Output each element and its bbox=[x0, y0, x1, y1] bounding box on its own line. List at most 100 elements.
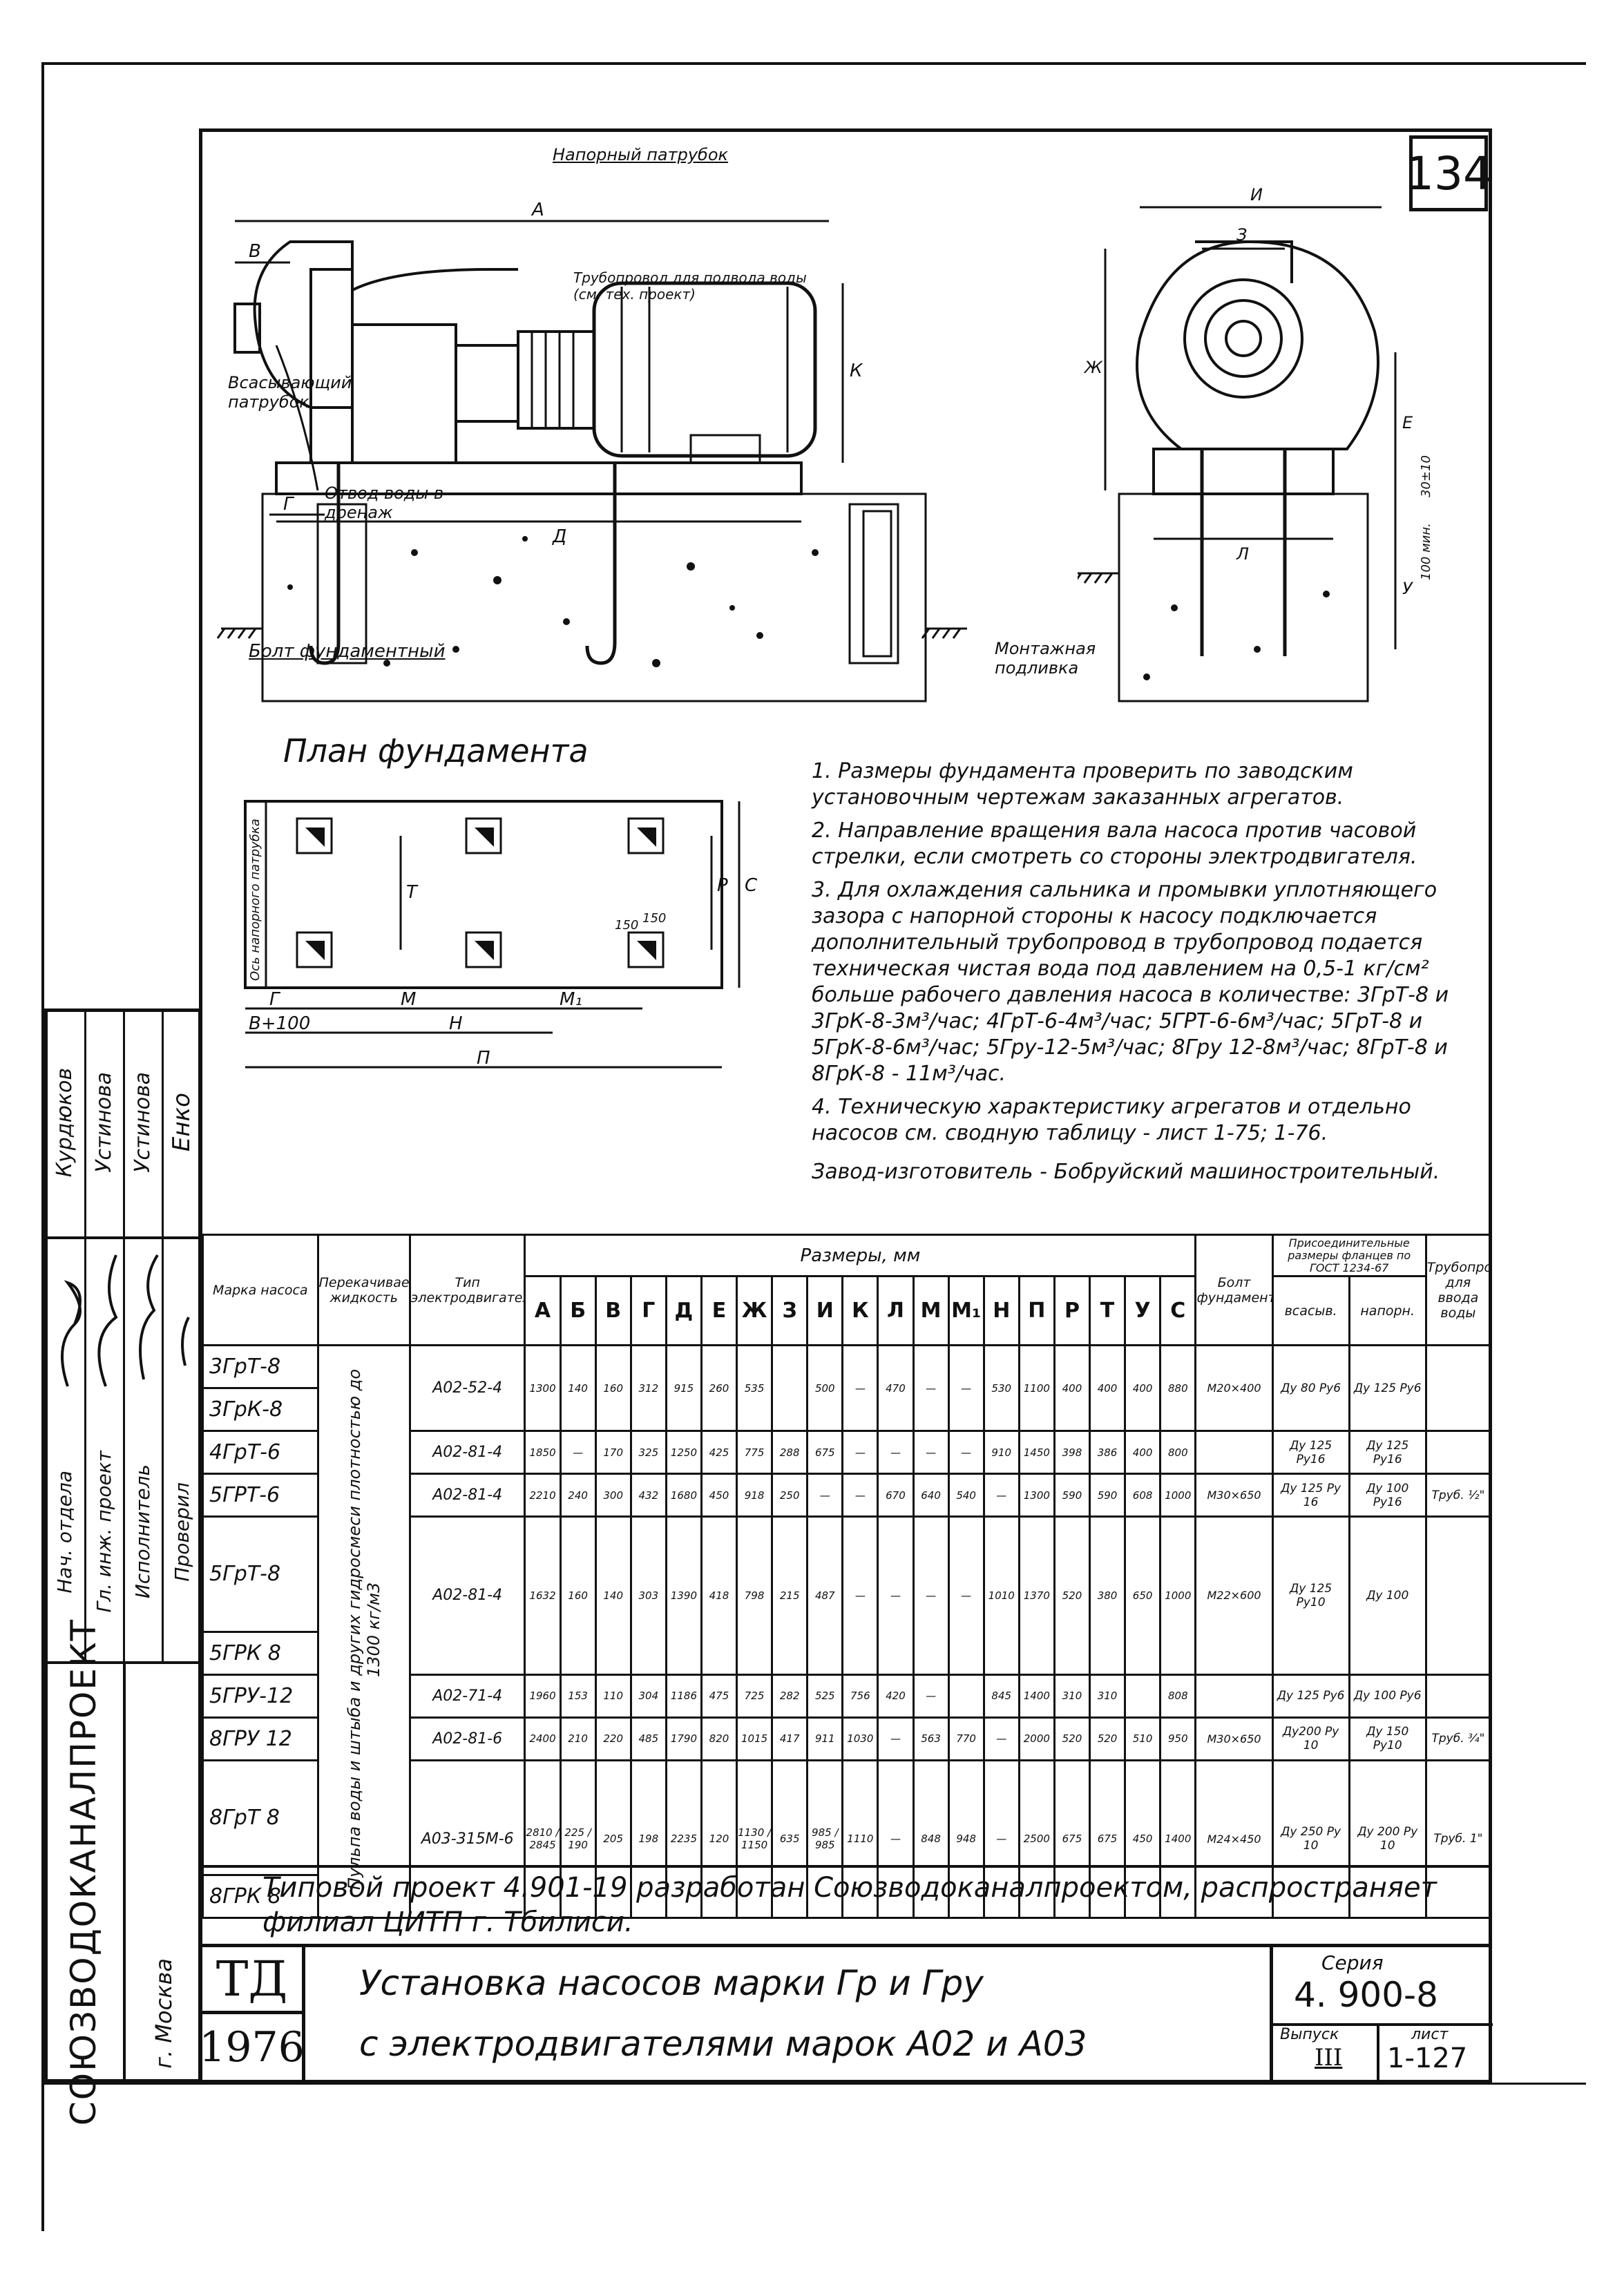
spec-table: Марка насоса Перекачиваемая жидкость Тип… bbox=[202, 1234, 1492, 1919]
dim-value: — bbox=[912, 1430, 950, 1475]
table-row: 5ГРК 8 bbox=[202, 1630, 1491, 1676]
side-name-3: Устинова bbox=[130, 1072, 155, 1173]
dim-value: — bbox=[841, 1430, 879, 1475]
label-pipeline: Трубопровод для подвода воды (см. тех. п… bbox=[573, 269, 807, 303]
dim-value: 312 bbox=[629, 1344, 667, 1432]
dim-label-a: А bbox=[531, 200, 544, 220]
plan-dim-n: Н bbox=[449, 1013, 463, 1034]
flange-suction: Ду 250 Ру 10 bbox=[1271, 1759, 1350, 1919]
notes: 1. Размеры фундамента проверить по завод… bbox=[812, 758, 1475, 1192]
dim-value: 160 bbox=[594, 1344, 632, 1432]
th-dim-col: У bbox=[1124, 1275, 1162, 1346]
dim-value: 300 bbox=[594, 1473, 632, 1518]
dim-value: 386 bbox=[1088, 1430, 1127, 1475]
sheet-value: 1-127 bbox=[1387, 2043, 1468, 2074]
bolt-value bbox=[1194, 1430, 1274, 1475]
dim-value: 845 bbox=[982, 1673, 1020, 1719]
dim-value: — bbox=[982, 1716, 1020, 1761]
rule-above-title bbox=[202, 1865, 1489, 1868]
dim-value: 510 bbox=[1124, 1716, 1162, 1761]
dim-value: 520 bbox=[1053, 1515, 1091, 1676]
bolt-value: М24×450 bbox=[1194, 1759, 1274, 1919]
th-flange: Присоединительные размеры фланцев по ГОС… bbox=[1271, 1234, 1427, 1277]
side-col-org bbox=[123, 1661, 126, 2083]
note-3: 3. Для охлаждения сальника и промывки уп… bbox=[812, 878, 1449, 1086]
series-vdivider bbox=[1377, 2023, 1379, 2080]
th-dim-col: П bbox=[1018, 1275, 1055, 1346]
pump-mark: 8ГРК 8 bbox=[202, 1874, 319, 1919]
dim-value bbox=[771, 1344, 809, 1432]
th-dim-col: М₁ bbox=[947, 1275, 985, 1346]
th-medium: Перекачиваемая жидкость bbox=[316, 1234, 411, 1346]
note-4: 4. Техническую характеристику агрегатов … bbox=[812, 1095, 1411, 1145]
water-pipe bbox=[1424, 1515, 1492, 1676]
th-dim-col: В bbox=[594, 1275, 632, 1346]
dim-value: 800 bbox=[1159, 1430, 1197, 1475]
foundation-plan: Г М М₁ В+100 Н П Т Р С 150 150 Ось напор… bbox=[244, 800, 758, 1069]
dim-value: 590 bbox=[1053, 1473, 1091, 1518]
side-role-3: Исполнитель bbox=[131, 1464, 154, 1599]
pump-mark: 3ГрК-8 bbox=[202, 1387, 319, 1432]
flange-suction: Ду 125 Ру16 bbox=[1271, 1430, 1350, 1475]
bolt-value: М30×650 bbox=[1194, 1473, 1274, 1518]
label-grout: Монтажная подливка bbox=[995, 639, 1096, 678]
dim-value: 635 bbox=[771, 1759, 809, 1919]
dim-value: — bbox=[947, 1515, 985, 1676]
motor-type: А02-81-4 bbox=[408, 1473, 526, 1518]
series-label: Серия bbox=[1321, 1951, 1384, 1974]
flange-pressure: Ду 150 Ру10 bbox=[1348, 1716, 1427, 1761]
dim-value: 1370 bbox=[1018, 1515, 1055, 1676]
dim-value: 170 bbox=[594, 1430, 632, 1475]
dim-value: 220 bbox=[594, 1716, 632, 1761]
dim-value: 282 bbox=[771, 1673, 809, 1719]
water-pipe bbox=[1424, 1430, 1492, 1475]
dim-value: 140 bbox=[559, 1344, 597, 1432]
dim-value: 205 bbox=[594, 1759, 632, 1919]
th-bolt: Болт фундаментный bbox=[1194, 1234, 1274, 1346]
dim-label-g: Г bbox=[283, 494, 295, 515]
label-foundation-bolt: Болт фундаментный bbox=[249, 641, 446, 662]
dim-value: — bbox=[877, 1515, 915, 1676]
dim-value: 1030 bbox=[841, 1716, 879, 1761]
dim-value: 140 bbox=[594, 1515, 632, 1676]
project-note: Типовой проект 4.901-19 разработан Союзв… bbox=[262, 1872, 1437, 1938]
dim-value: — bbox=[877, 1759, 915, 1919]
side-col-1 bbox=[84, 1008, 86, 1661]
plan-dim-p: П bbox=[477, 1048, 490, 1069]
dim-value: 1400 bbox=[1159, 1759, 1197, 1919]
dim-value: 420 bbox=[877, 1673, 915, 1719]
dim-value: 848 bbox=[912, 1759, 950, 1919]
td-box: ТД bbox=[202, 1947, 305, 2014]
th-water: Трубопровод для ввода воды bbox=[1424, 1234, 1492, 1346]
dim-value: 1960 bbox=[524, 1673, 562, 1719]
dim-value: 1010 bbox=[982, 1515, 1020, 1676]
dim-value bbox=[947, 1673, 985, 1719]
dim-value: 110 bbox=[594, 1673, 632, 1719]
side-role-3-cell: Исполнитель bbox=[123, 1402, 162, 1661]
dim-value: 1390 bbox=[665, 1515, 703, 1676]
medium-text: Пульпа воды и штыба и других гидросмеси … bbox=[344, 1368, 383, 1891]
plan-axis-label: Ось напорного патрубка bbox=[248, 819, 262, 981]
dim-value: 260 bbox=[700, 1344, 738, 1432]
flange-suction: Ду 80 Ру6 bbox=[1271, 1344, 1350, 1432]
side-city-cell: г. Москва bbox=[126, 1661, 202, 2083]
dim-value: 1186 bbox=[665, 1673, 703, 1719]
pump-mark: 5ГРУ-12 bbox=[202, 1673, 319, 1719]
plan-dim-g: Г bbox=[269, 989, 281, 1010]
dim-value: 563 bbox=[912, 1716, 950, 1761]
th-dim-col: Б bbox=[559, 1275, 597, 1346]
dim-value: 725 bbox=[736, 1673, 774, 1719]
th-dim-col: Д bbox=[665, 1275, 703, 1346]
bolt-value bbox=[1194, 1673, 1274, 1719]
th-dim-col: Т bbox=[1088, 1275, 1127, 1346]
dim-value: 400 bbox=[1124, 1344, 1162, 1432]
dim-value: 288 bbox=[771, 1430, 809, 1475]
water-pipe: Труб. ¾" bbox=[1424, 1716, 1492, 1761]
th-dim-col: И bbox=[806, 1275, 844, 1346]
motor-type: А02-81-4 bbox=[408, 1430, 526, 1475]
flange-suction: Ду 125 Ру 16 bbox=[1271, 1473, 1350, 1518]
